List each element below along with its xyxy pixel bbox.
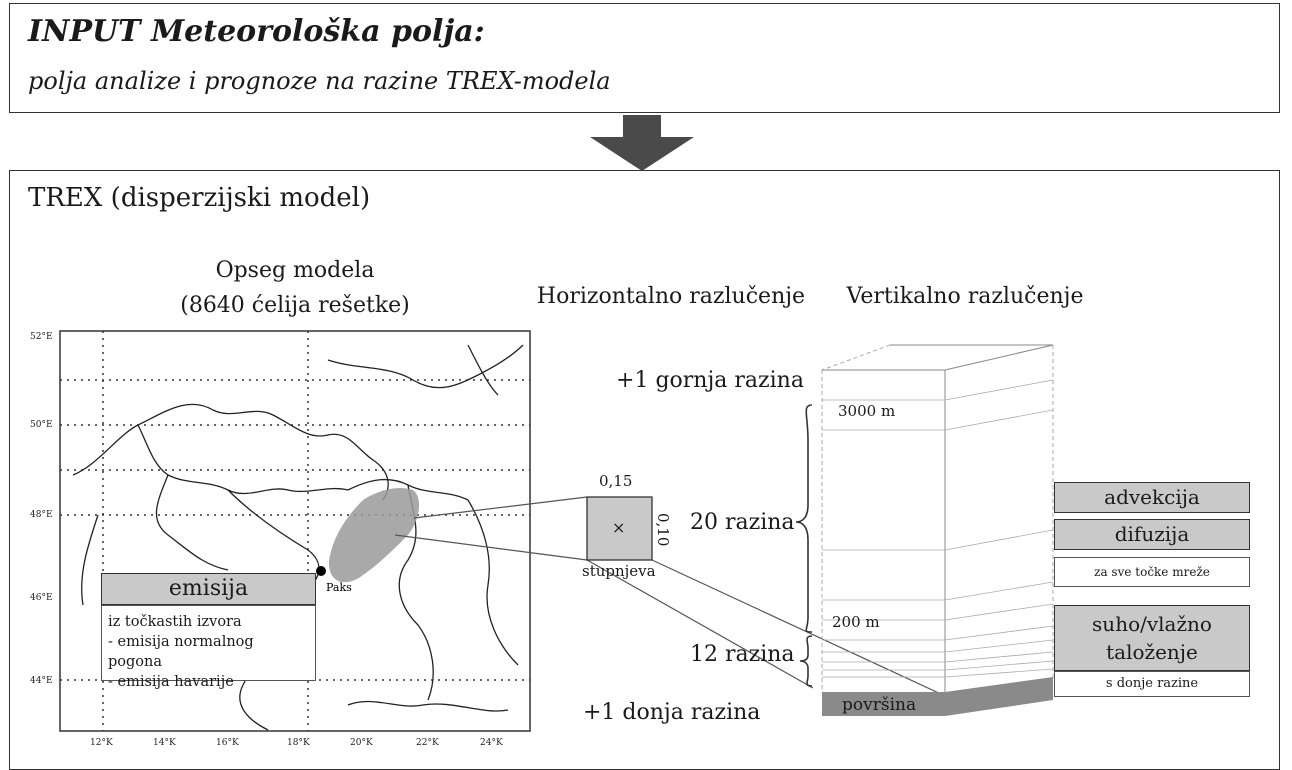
height-200-label: 200 m — [832, 613, 880, 631]
lat-tick: 50°E — [30, 420, 53, 430]
upper-level-label: +1 gornja razina — [616, 368, 804, 393]
lat-tick: 52°E — [30, 332, 53, 342]
emission-line: iz točkastih izvora — [108, 614, 242, 630]
trex-title: TREX (disperzijski model) — [28, 183, 371, 213]
lon-tick: 24°K — [480, 738, 503, 748]
levels-20-label: 20 razina — [690, 510, 795, 535]
grid-cell — [586, 496, 653, 561]
lat-tick: 44°E — [30, 676, 53, 686]
input-title: INPUT Meteorološka polja: — [28, 14, 485, 49]
all-points-note: za sve točke mreže — [1054, 557, 1250, 587]
deposition-box: suho/vlažno taloženje — [1054, 605, 1250, 671]
horizontal-resolution-title: Horizontalno razlučenje — [536, 284, 806, 309]
cell-center-mark: × — [612, 518, 626, 537]
input-subtitle: polja analize i prognoze na razine TREX-… — [28, 67, 611, 95]
domain-title: Opseg modela — [215, 258, 375, 283]
deposition-line: taloženje — [1106, 640, 1198, 664]
emission-line: - emisija normalnog pogona — [108, 634, 254, 670]
brace-12-levels — [799, 635, 813, 687]
lat-ticks: 52°E 50°E 48°E 46°E 44°E — [30, 332, 53, 686]
lon-tick: 16°K — [216, 738, 239, 748]
lon-tick: 18°K — [287, 738, 310, 748]
surface-layer — [822, 677, 1053, 716]
levels-12-label: 12 razina — [690, 642, 795, 667]
lat-tick: 46°E — [30, 593, 53, 603]
vertical-column — [821, 344, 1054, 716]
advection-box: advekcija — [1054, 482, 1250, 513]
surface-label: površina — [842, 695, 917, 715]
input-panel — [9, 3, 1280, 113]
emission-title: emisija — [101, 573, 316, 605]
lon-ticks: 12°K 14°K 16°K 18°K 20°K 22°K 24°K — [90, 738, 503, 748]
cell-unit-label: stupnjeva — [582, 562, 656, 580]
brace-20-levels — [795, 404, 813, 633]
height-3000-label: 3000 m — [838, 402, 896, 420]
down-arrow-icon — [590, 115, 694, 171]
lower-level-label: +1 donja razina — [583, 700, 761, 725]
cell-height-label: 0,10 — [654, 513, 672, 547]
plume — [328, 488, 420, 583]
emission-line: - emisija havarije — [108, 674, 234, 690]
level-lines — [822, 379, 1054, 678]
from-lower-note: s donje razine — [1054, 671, 1250, 697]
domain-subtitle: (8640 ćelija rešetke) — [180, 293, 410, 318]
lon-tick: 20°K — [350, 738, 373, 748]
diffusion-box: difuzija — [1054, 519, 1250, 550]
lon-tick: 22°K — [416, 738, 439, 748]
emission-details: iz točkastih izvora - emisija normalnog … — [101, 605, 316, 690]
cell-width-label: 0,15 — [599, 472, 633, 490]
map-borders — [72, 344, 524, 731]
paks-marker — [316, 566, 326, 576]
vertical-resolution-title: Vertikalno razlučenje — [846, 284, 1084, 309]
paks-label: Paks — [326, 581, 352, 594]
lon-tick: 14°K — [153, 738, 176, 748]
deposition-line: suho/vlažno — [1092, 612, 1212, 636]
lat-tick: 48°E — [30, 510, 53, 520]
zoom-lines — [394, 496, 944, 696]
lon-tick: 12°K — [90, 738, 113, 748]
